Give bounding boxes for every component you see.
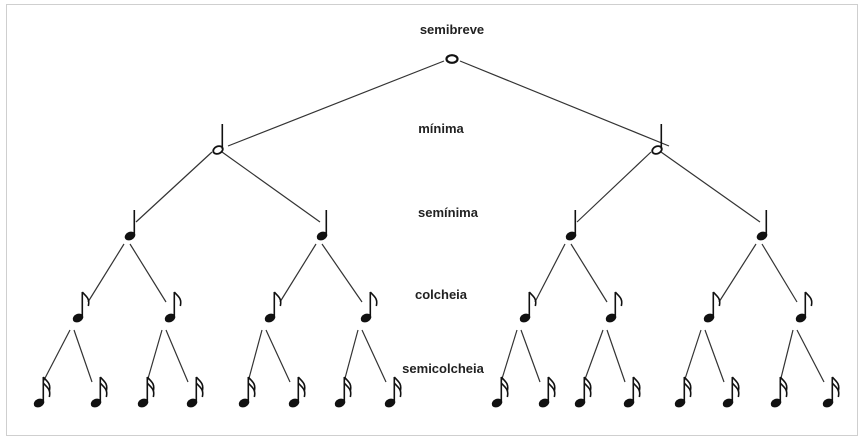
tree-edge xyxy=(87,243,125,303)
tree-edge xyxy=(796,329,825,383)
tree-edge xyxy=(42,329,71,383)
whole-note-icon xyxy=(445,54,459,64)
tree-edge xyxy=(146,329,163,383)
level-label-semicolcheia: semicolcheia xyxy=(402,361,484,376)
eighth-note-icon xyxy=(360,291,378,323)
sixteenth-note-icon xyxy=(90,376,108,408)
tree-edge xyxy=(718,243,757,303)
sixteenth-note-icon xyxy=(186,376,204,408)
sixteenth-note-icon xyxy=(574,376,592,408)
half-note-icon xyxy=(651,124,663,155)
sixteenth-note-icon xyxy=(623,376,641,408)
quarter-note-icon xyxy=(756,210,768,241)
tree-edge xyxy=(534,243,566,303)
tree-edge xyxy=(135,151,213,223)
tree-edge xyxy=(247,329,263,383)
sixteenth-note-icon xyxy=(674,376,692,408)
tree-edge xyxy=(227,60,445,147)
tree-edge xyxy=(570,243,608,303)
sixteenth-note-icon xyxy=(538,376,556,408)
eighth-note-icon xyxy=(519,291,537,323)
eighth-note-icon xyxy=(164,291,182,323)
eighth-note-icon xyxy=(72,291,90,323)
level-label-colcheia: colcheia xyxy=(415,287,468,302)
level-label-semibreve: semibreve xyxy=(420,22,484,37)
sixteenth-note-icon xyxy=(822,376,840,408)
tree-edge xyxy=(321,243,363,303)
sixteenth-note-icon xyxy=(238,376,256,408)
sixteenth-note-icon xyxy=(491,376,509,408)
eighth-note-icon xyxy=(605,291,623,323)
diagram-frame xyxy=(6,4,858,436)
tree-edge xyxy=(459,60,670,147)
tree-edge xyxy=(576,151,652,223)
tree-edge xyxy=(279,243,317,303)
eighth-note-icon xyxy=(703,291,721,323)
quarter-note-icon xyxy=(565,210,577,241)
eighth-note-icon xyxy=(795,291,813,323)
tree-notes xyxy=(33,54,840,408)
sixteenth-note-icon xyxy=(33,376,51,408)
tree-edge xyxy=(500,329,518,383)
tree-edge xyxy=(265,329,291,383)
sixteenth-note-icon xyxy=(334,376,352,408)
quarter-note-icon xyxy=(316,210,328,241)
tree-edge xyxy=(779,329,794,383)
tree-edge xyxy=(73,329,93,383)
quarter-note-icon xyxy=(124,210,136,241)
tree-edge xyxy=(683,329,702,383)
sixteenth-note-icon xyxy=(384,376,402,408)
tree-edge xyxy=(361,329,387,383)
tree-edge xyxy=(761,243,798,303)
tree-edge xyxy=(343,329,359,383)
sixteenth-note-icon xyxy=(137,376,155,408)
tree-edge xyxy=(606,329,626,383)
eighth-note-icon xyxy=(264,291,282,323)
tree-edges xyxy=(42,60,825,383)
tree-edge xyxy=(165,329,189,383)
tree-edge xyxy=(704,329,725,383)
tree-edge xyxy=(583,329,604,383)
sixteenth-note-icon xyxy=(288,376,306,408)
tree-edge xyxy=(520,329,541,383)
tree-edge xyxy=(129,243,167,303)
half-note-icon xyxy=(212,124,224,155)
sixteenth-note-icon xyxy=(770,376,788,408)
level-label-seminima: semínima xyxy=(418,205,479,220)
tree-edge xyxy=(221,151,321,223)
tree-edge xyxy=(660,151,761,223)
sixteenth-note-icon xyxy=(722,376,740,408)
level-label-minima: mínima xyxy=(418,121,464,136)
